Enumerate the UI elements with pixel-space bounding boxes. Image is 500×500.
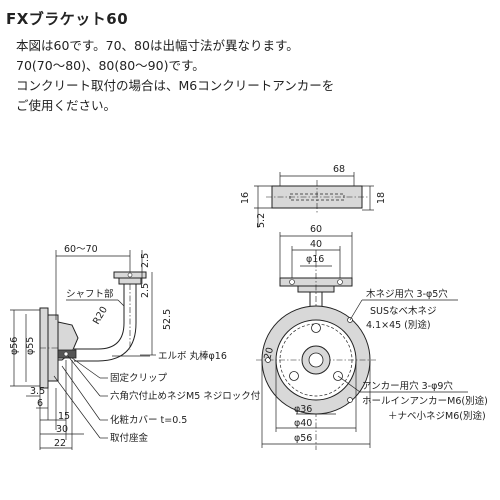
dim-phi16: φ16 [306, 254, 324, 265]
description-line-4: ご使用ください。 [16, 98, 117, 113]
dim-phi56: φ56 [9, 337, 20, 355]
dim-16: 16 [240, 192, 251, 204]
dim-30: 30 [56, 424, 68, 435]
label-cover: 化粧カバー t=0.5 [110, 414, 187, 426]
dim-front-r20: 20 [262, 346, 276, 361]
top-view: 68 16 5.2 18 [240, 164, 387, 228]
description-line-2: 70(70〜80)、80(80〜90)です。 [16, 58, 205, 73]
dim-18: 18 [376, 192, 387, 204]
dim-phi55: φ55 [25, 337, 36, 355]
description-line-1: 本図は60です。70、80は出幅寸法が異なります。 [16, 38, 299, 53]
dim-22: 22 [54, 438, 66, 449]
label-sus-screw: SUSなべ木ネジ [370, 305, 437, 317]
label-base: 取付座金 [110, 432, 149, 444]
page-title: FXブラケット60 [6, 10, 129, 28]
dim-r20: R20 [91, 305, 110, 327]
label-hole-anchor: ホールインアンカーM6(別途) [362, 395, 488, 407]
front-anchor-hole [311, 323, 321, 333]
label-wood-hole: 木ネジ用穴 3-φ5穴 [366, 288, 448, 300]
label-setscrew: 六角穴付止めネジM5 ネジロック付 [110, 390, 261, 402]
label-shaft: シャフト部 [66, 288, 114, 300]
dim-phi40: φ40 [294, 418, 312, 429]
dim-60: 60 [310, 224, 322, 235]
dim-68: 68 [333, 164, 345, 175]
dim-phi36: φ36 [294, 404, 312, 415]
dim-3-5: 3.5 [30, 386, 45, 397]
label-elbow: エルボ 丸棒φ16 [158, 350, 227, 362]
description-line-3: コンクリート取付の場合は、M6コンクリートアンカーを [16, 78, 335, 93]
dim-15: 15 [58, 411, 70, 422]
front-wood-hole [265, 357, 271, 363]
dim-2-5-b: 2.5 [140, 283, 151, 298]
label-pan-screw: ＋ナベ小ネジM6(別途) [388, 410, 486, 422]
dim-40: 40 [310, 239, 322, 250]
dim-52-5: 52.5 [162, 309, 173, 330]
side-view: 60〜70 2.5 2.5 52.5 R20 シャフト部 φ56 φ55 3.5… [9, 244, 261, 450]
label-anchor-hole: アンカー用穴 3-φ9穴 [362, 380, 453, 392]
dim-2-5-a: 2.5 [140, 253, 151, 268]
label-sus-size: 4.1×45 (別途) [366, 319, 431, 331]
label-clip: 固定クリップ [110, 372, 168, 384]
dim-5-2: 5.2 [256, 213, 267, 228]
front-anchor-hole [289, 371, 299, 381]
dim-top-range: 60〜70 [64, 244, 98, 255]
front-view: 60 40 φ16 20 φ36 φ40 φ56 [256, 224, 488, 450]
front-wood-hole [347, 397, 353, 403]
dim-phi56-front: φ56 [294, 433, 312, 444]
dim-6: 6 [37, 398, 43, 409]
